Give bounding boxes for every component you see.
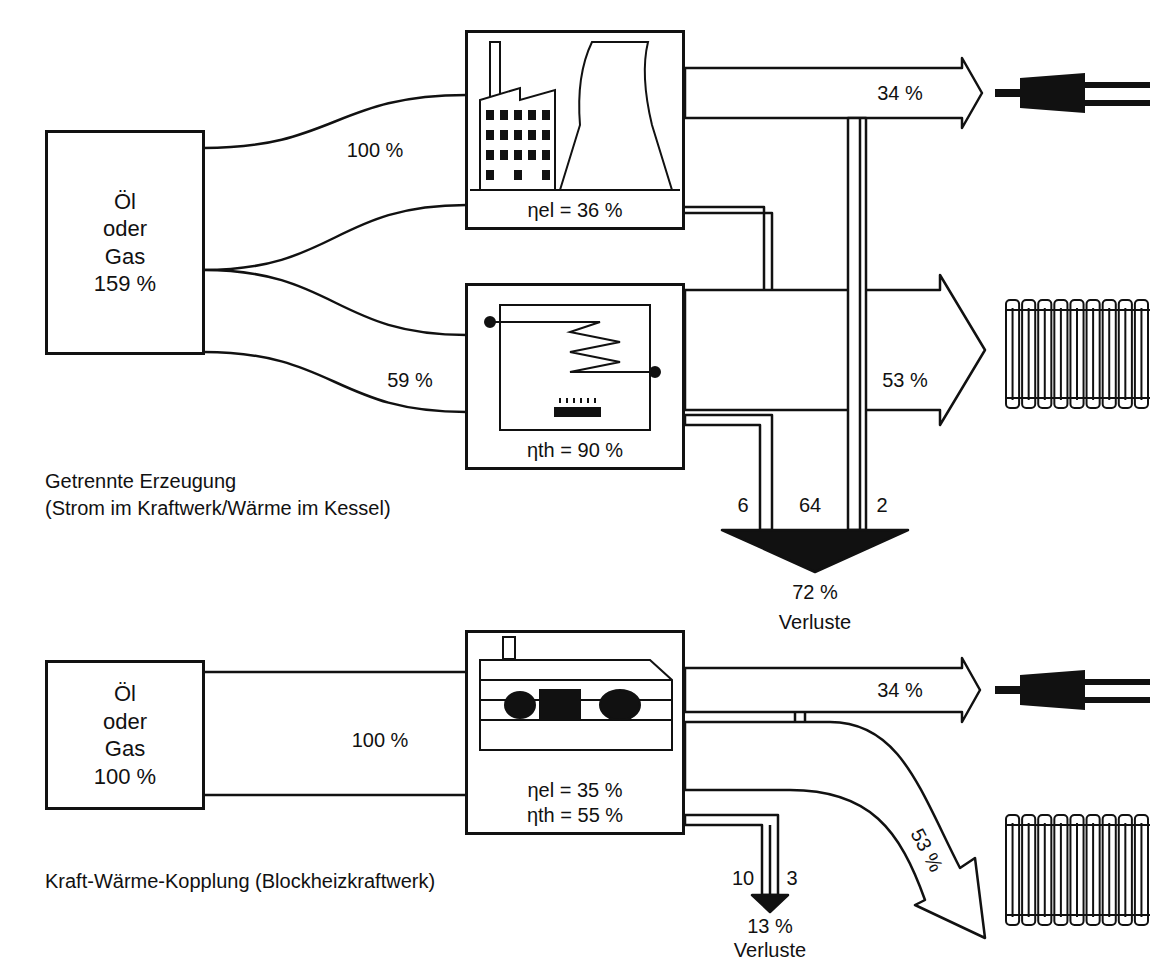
flow-percentage: 34 % xyxy=(877,82,923,104)
loss-caption: Verluste xyxy=(734,939,806,961)
fuel-label: Öl oder Gas 159 % xyxy=(92,188,158,298)
boiler-icon xyxy=(485,305,660,430)
power-plant-box: ηel = 36 % xyxy=(465,30,685,230)
plug-icon xyxy=(995,73,1150,113)
loss-number: 10 xyxy=(732,867,754,889)
flow-percentage: 53 % xyxy=(882,369,928,391)
section-caption: Getrennte Erzeugung xyxy=(45,470,236,492)
heat-arrow xyxy=(685,722,985,938)
chp-icon xyxy=(480,637,672,750)
boiler-loss-band xyxy=(685,415,772,530)
radiator-icon xyxy=(1005,815,1150,925)
radiator-icon xyxy=(1005,300,1150,408)
loss-number: 6 xyxy=(737,494,748,516)
link-line xyxy=(795,712,805,722)
flow-percentage: 59 % xyxy=(387,369,433,391)
flow-percentage: 100 % xyxy=(352,729,409,751)
plant-heat-line xyxy=(685,207,772,290)
energy-flow-band xyxy=(204,270,467,412)
heat-arrow xyxy=(685,275,985,425)
loss-number: 64 xyxy=(799,494,821,516)
power-arrow xyxy=(685,658,980,722)
power-plant-icon xyxy=(470,42,680,190)
efficiency-label: ηth = 55 % xyxy=(468,803,682,828)
plug-icon xyxy=(995,670,1150,710)
energy-flow-band xyxy=(204,95,467,270)
boiler-box: ηth = 90 % xyxy=(465,283,685,470)
efficiency-label: ηel = 35 % xyxy=(468,778,682,803)
loss-total: 13 % xyxy=(747,915,793,937)
efficiency-label: ηth = 90 % xyxy=(468,438,682,463)
loss-arrowhead xyxy=(752,895,788,912)
flow-percentage: 100 % xyxy=(347,139,404,161)
energy-flow-band xyxy=(204,672,467,795)
fuel-label: Öl oder Gas 100 % xyxy=(92,680,158,790)
flow-percentage: 34 % xyxy=(877,679,923,701)
section-caption: (Strom im Kraftwerk/Wärme im Kessel) xyxy=(45,497,391,519)
loss-caption: Verluste xyxy=(779,611,851,633)
loss-number: 3 xyxy=(786,867,797,889)
power-arrow xyxy=(685,58,982,128)
fuel-box: Öl oder Gas 100 % xyxy=(45,660,205,810)
efficiency-label: ηel = 36 % xyxy=(468,198,682,223)
loss-number: 2 xyxy=(876,494,887,516)
loss-total: 72 % xyxy=(792,581,838,603)
plant-loss-band xyxy=(848,118,866,530)
chp-loss-band xyxy=(685,815,778,895)
section-caption: Kraft-Wärme-Kopplung (Blockheizkraftwerk… xyxy=(45,870,435,892)
chp-box: ηel = 35 %ηth = 55 % xyxy=(465,630,685,835)
loss-arrowhead xyxy=(722,530,908,572)
fuel-box: Öl oder Gas 159 % xyxy=(45,130,205,355)
